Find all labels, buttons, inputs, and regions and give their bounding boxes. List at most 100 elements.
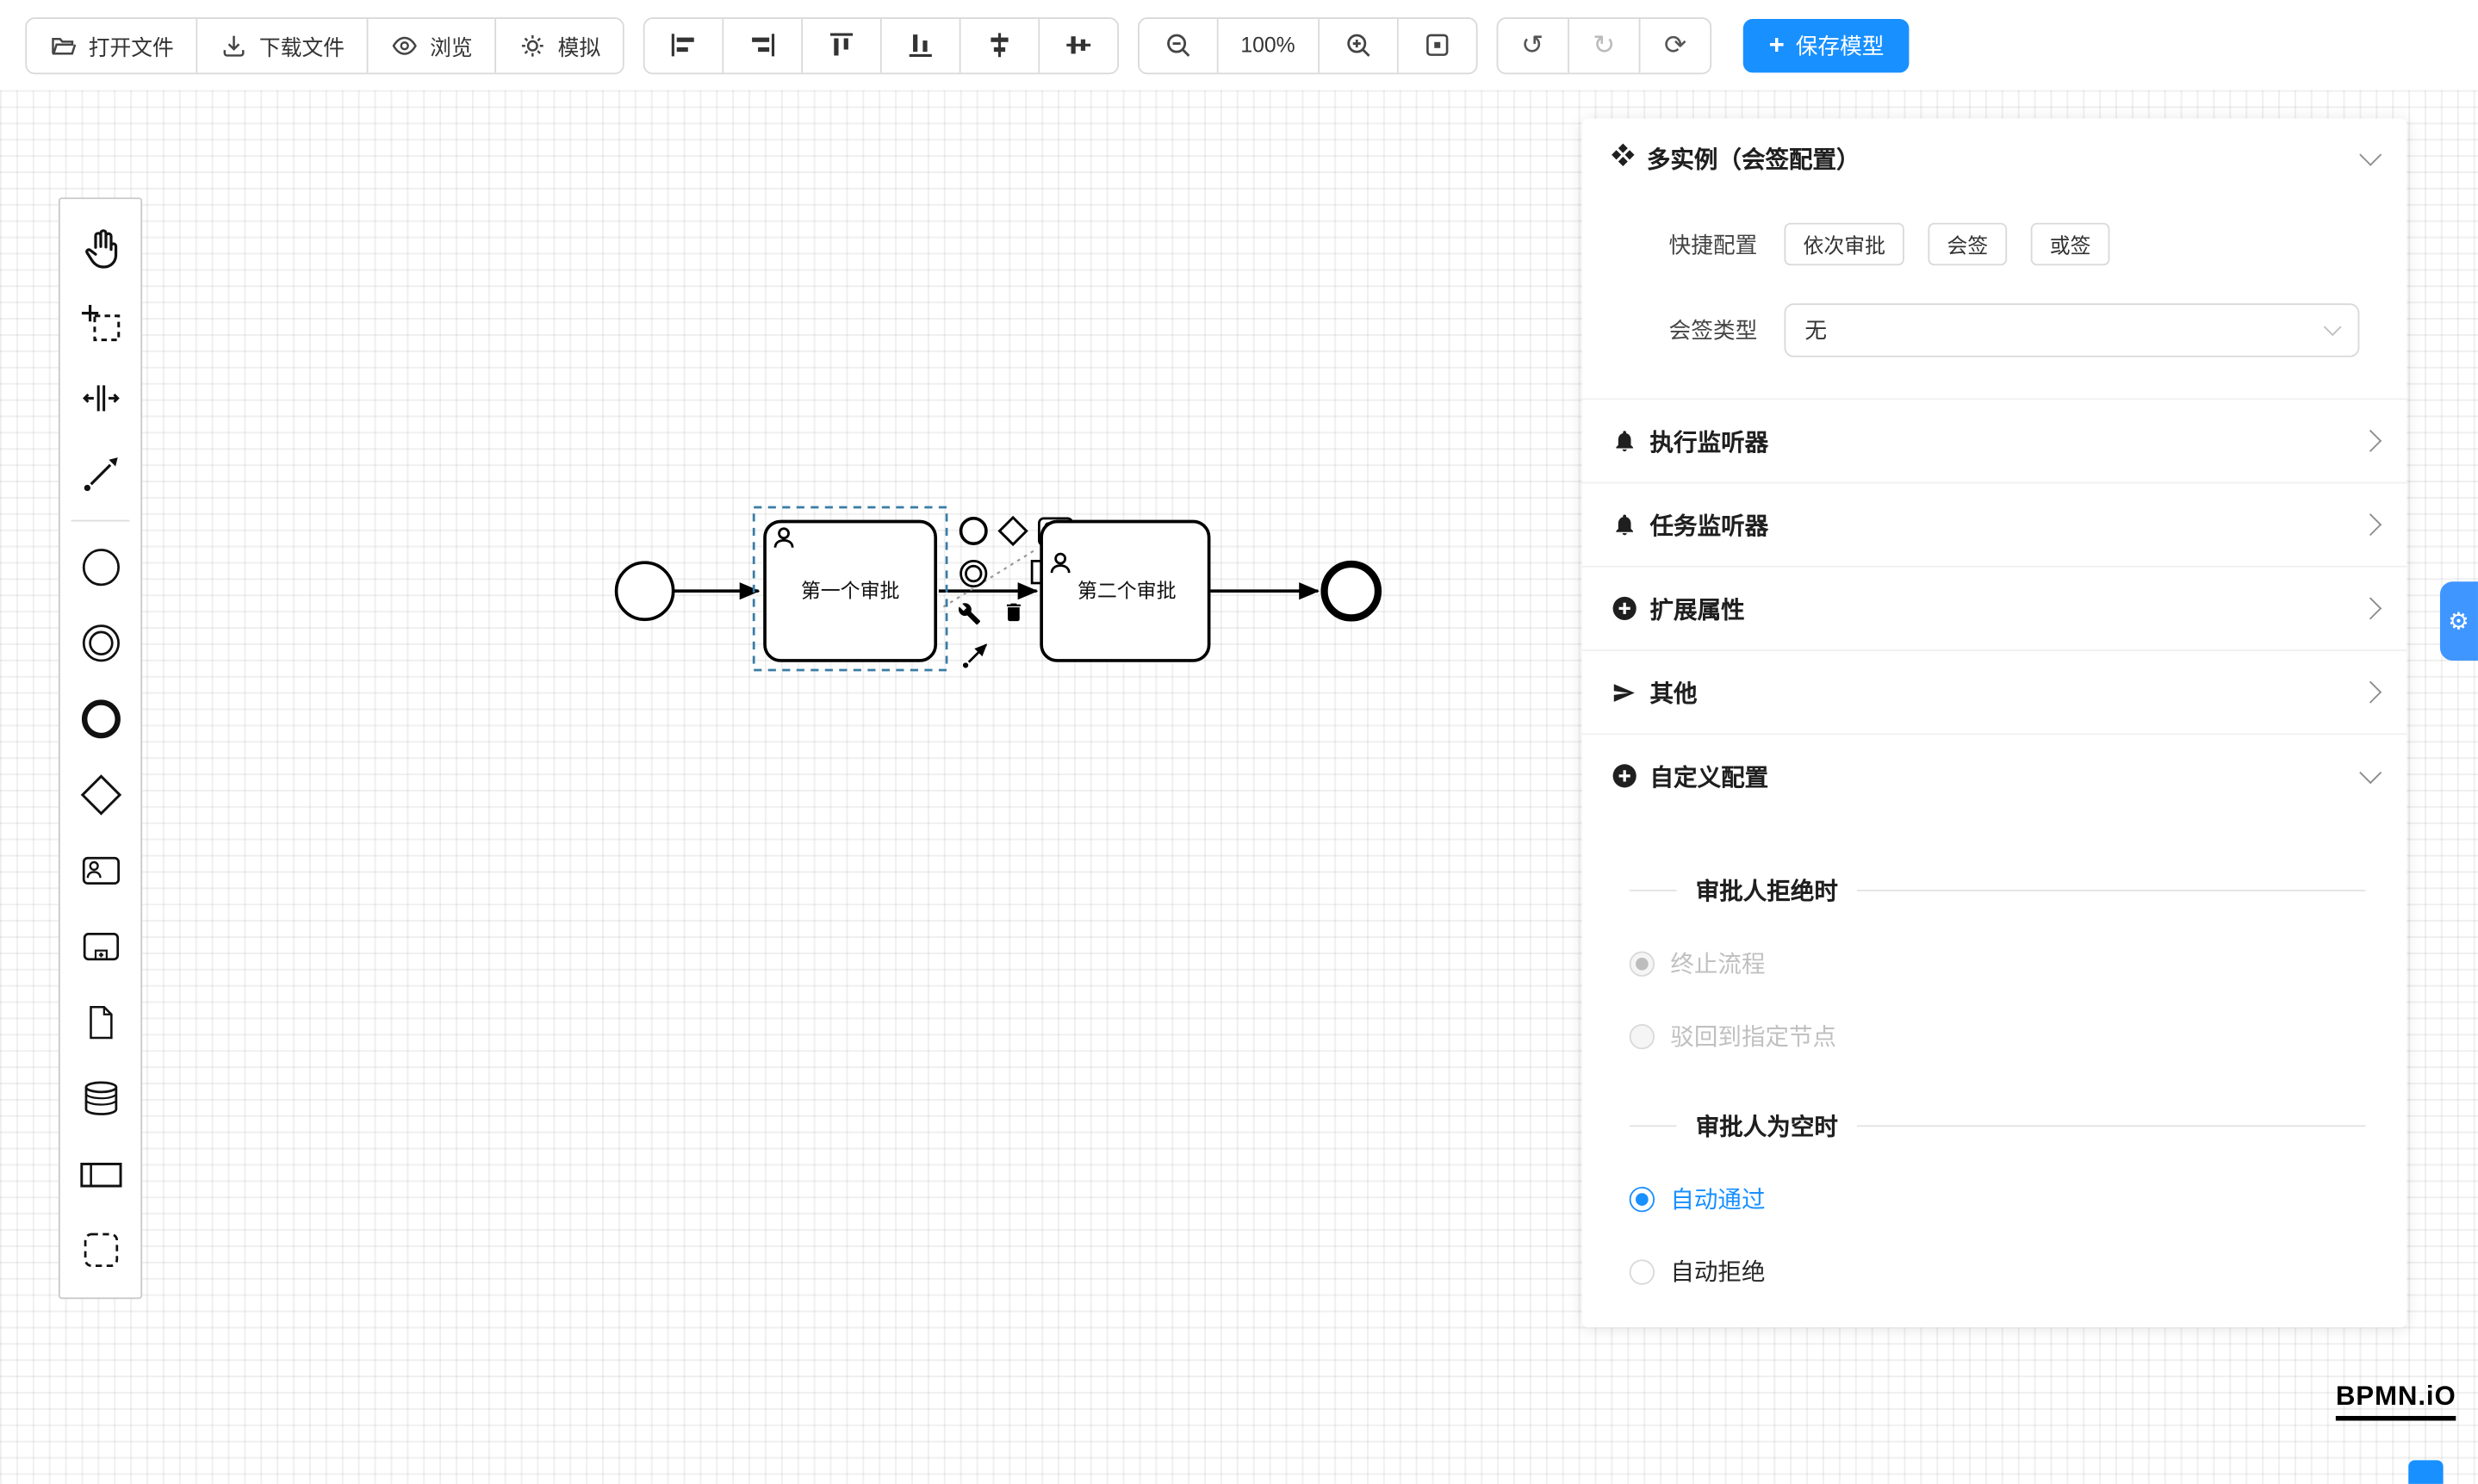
chevron-right-icon xyxy=(2359,597,2382,620)
section-other[interactable]: 其他 xyxy=(1581,649,2407,733)
plus-icon: + xyxy=(1768,29,1785,60)
download-icon xyxy=(220,31,248,59)
align-left-icon xyxy=(668,30,699,60)
align-horizontal-center-icon xyxy=(984,30,1015,60)
chevron-down-icon[interactable] xyxy=(2359,143,2382,166)
palette-subprocess[interactable] xyxy=(60,909,141,984)
preview-button[interactable]: 浏览 xyxy=(368,18,497,72)
corner-button[interactable] xyxy=(2408,1460,2444,1484)
sign-type-select[interactable]: 无 xyxy=(1784,303,2360,357)
zoom-in-button[interactable] xyxy=(1319,18,1398,72)
panel-header[interactable]: 多实例（会签配置） xyxy=(1582,119,2407,198)
simulate-button[interactable]: 模拟 xyxy=(496,18,623,72)
select-value: 无 xyxy=(1804,317,1828,344)
section-extended-properties[interactable]: 扩展属性 xyxy=(1581,565,2407,649)
radio-icon xyxy=(1629,1258,1655,1284)
history-group: ↺ ↻ ⟳ xyxy=(1495,16,1712,74)
palette-lasso-tool[interactable] xyxy=(60,284,141,360)
undo-button[interactable]: ↺ xyxy=(1497,18,1569,72)
empty-approver-divider: 审批人为空时 xyxy=(1629,1109,2366,1143)
palette-start-event[interactable] xyxy=(60,530,141,605)
align-top-button[interactable] xyxy=(803,18,882,72)
chevron-right-icon xyxy=(2359,429,2382,452)
preview-label: 浏览 xyxy=(430,35,473,59)
radio-icon xyxy=(1629,1023,1655,1049)
bell-icon xyxy=(1611,512,1637,537)
align-vertical-middle-icon xyxy=(1064,30,1094,60)
align-left-button[interactable] xyxy=(644,18,724,72)
palette-global-connect-tool[interactable] xyxy=(60,436,141,512)
toolbar: 打开文件 下载文件 浏览 模拟 xyxy=(0,0,2478,90)
quick-config-row: 快捷配置 依次审批 会签 或签 xyxy=(1611,222,2379,266)
reject-divider: 审批人拒绝时 xyxy=(1629,874,2366,908)
panel-title: 多实例（会签配置） xyxy=(1646,146,1860,173)
multi-instance-icon xyxy=(1611,141,1636,175)
countersign-button[interactable]: 会签 xyxy=(1928,222,2008,266)
radio-auto-pass[interactable]: 自动通过 xyxy=(1629,1182,2407,1215)
fit-viewport-button[interactable] xyxy=(1397,18,1475,72)
panel-sections: 执行监听器 任务监听器 扩展属性 其他 自定义配置 xyxy=(1581,398,2407,817)
radio-return-to-node[interactable]: 驳回到指定节点 xyxy=(1629,1019,2407,1052)
cog-icon xyxy=(519,31,547,59)
section-task-listener[interactable]: 任务监听器 xyxy=(1581,481,2407,566)
zoom-out-icon xyxy=(1163,30,1193,60)
radio-icon xyxy=(1629,950,1655,976)
redo-button[interactable]: ↻ xyxy=(1568,18,1641,72)
radio-terminate-process[interactable]: 终止流程 xyxy=(1629,947,2407,980)
download-file-label: 下载文件 xyxy=(258,35,345,59)
palette-data-store[interactable] xyxy=(60,1060,141,1136)
sign-type-label: 会签类型 xyxy=(1668,317,1758,344)
radio-icon xyxy=(1629,1186,1655,1212)
plus-circle-icon xyxy=(1611,763,1637,788)
chevron-right-icon xyxy=(2359,513,2382,537)
palette-end-event[interactable] xyxy=(60,681,141,757)
download-file-button[interactable]: 下载文件 xyxy=(197,18,369,72)
fit-viewport-icon xyxy=(1421,30,1451,60)
align-bottom-icon xyxy=(905,30,935,60)
palette-user-task[interactable] xyxy=(60,833,141,909)
palette-separator xyxy=(71,519,130,522)
align-right-icon xyxy=(748,30,778,60)
align-center-button[interactable] xyxy=(960,18,1040,72)
send-icon xyxy=(1611,680,1637,705)
palette-space-tool[interactable] xyxy=(60,360,141,436)
custom-config-content: 审批人拒绝时 终止流程 驳回到指定节点 审批人为空时 自动通过 xyxy=(1582,874,2407,1328)
palette-data-object[interactable] xyxy=(60,984,141,1060)
save-model-button[interactable]: + 保存模型 xyxy=(1743,18,1910,72)
zoom-out-button[interactable] xyxy=(1139,18,1219,72)
chevron-down-icon xyxy=(2359,761,2382,785)
file-actions-group: 打开文件 下载文件 浏览 模拟 xyxy=(25,16,624,74)
palette-group[interactable] xyxy=(60,1212,141,1288)
folder-open-icon xyxy=(49,31,78,59)
palette xyxy=(58,197,143,1300)
palette-gateway[interactable] xyxy=(60,757,141,833)
bpmn-logo: BPMN.iO xyxy=(2335,1382,2456,1421)
settings-tab[interactable]: ⚙ xyxy=(2439,581,2478,661)
palette-participant[interactable] xyxy=(60,1136,141,1212)
palette-hand-tool[interactable] xyxy=(60,208,141,284)
undo-icon: ↺ xyxy=(1521,29,1544,60)
orsign-button[interactable]: 或签 xyxy=(2030,222,2110,266)
simulate-label: 模拟 xyxy=(557,35,601,59)
sequential-approve-button[interactable]: 依次审批 xyxy=(1784,222,1904,266)
align-top-icon xyxy=(827,30,857,60)
refresh-button[interactable]: ⟳ xyxy=(1640,18,1711,72)
radio-auto-reject[interactable]: 自动拒绝 xyxy=(1629,1255,2407,1288)
align-right-button[interactable] xyxy=(724,18,804,72)
palette-intermediate-event[interactable] xyxy=(60,605,141,681)
zoom-level[interactable]: 100% xyxy=(1218,18,1320,72)
section-custom-config[interactable]: 自定义配置 xyxy=(1581,733,2407,817)
properties-panel: 多实例（会签配置） 快捷配置 依次审批 会签 或签 会签类型 无 执行监听器 xyxy=(1581,118,2407,1328)
quick-config-label: 快捷配置 xyxy=(1668,231,1758,258)
section-execution-listener[interactable]: 执行监听器 xyxy=(1581,398,2407,481)
align-middle-button[interactable] xyxy=(1040,18,1118,72)
eye-icon xyxy=(390,31,419,59)
redo-icon: ↻ xyxy=(1593,29,1616,60)
align-bottom-button[interactable] xyxy=(881,18,961,72)
bell-icon xyxy=(1611,428,1637,453)
open-file-button[interactable]: 打开文件 xyxy=(27,18,198,72)
save-model-label: 保存模型 xyxy=(1795,32,1885,58)
chevron-right-icon xyxy=(2359,680,2382,704)
zoom-group: 100% xyxy=(1138,16,1477,74)
